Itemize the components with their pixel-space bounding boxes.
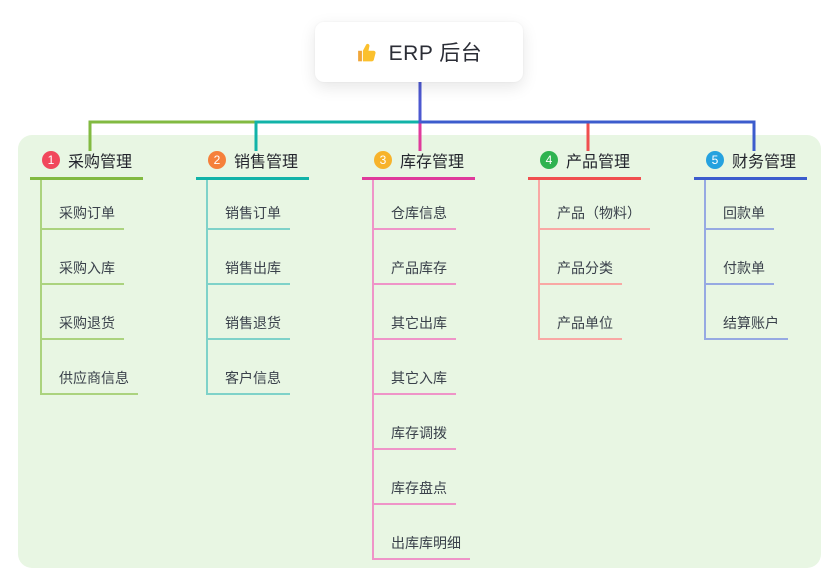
branch-children: 回款单付款单结算账户 bbox=[704, 180, 826, 340]
child-node-row: 销售出库 bbox=[208, 230, 328, 285]
branch-number-badge: 2 bbox=[208, 151, 226, 169]
child-node-row: 产品库存 bbox=[374, 230, 494, 285]
branch-heading-5[interactable]: 5 财务管理 bbox=[694, 143, 807, 180]
branch-title: 财务管理 bbox=[732, 154, 797, 171]
branch-children: 仓库信息产品库存其它出库其它入库库存调拨库存盘点出库库明细 bbox=[372, 180, 494, 560]
child-node[interactable]: 供应商信息 bbox=[42, 371, 138, 395]
child-node[interactable]: 产品分类 bbox=[540, 261, 622, 285]
child-node[interactable]: 采购退货 bbox=[42, 316, 124, 340]
branch-number-badge: 1 bbox=[42, 151, 60, 169]
child-node[interactable]: 付款单 bbox=[706, 261, 774, 285]
branch-heading-1[interactable]: 1 采购管理 bbox=[30, 143, 143, 180]
branch-children: 产品（物料） 产品分类产品单位 bbox=[538, 180, 660, 340]
child-node[interactable]: 结算账户 bbox=[706, 316, 788, 340]
child-node-row: 回款单 bbox=[706, 180, 826, 230]
child-node-row: 其它出库 bbox=[374, 285, 494, 340]
child-node[interactable]: 采购入库 bbox=[42, 261, 124, 285]
branch-number-badge: 5 bbox=[706, 151, 724, 169]
child-node-row: 仓库信息 bbox=[374, 180, 494, 230]
branch-heading-3[interactable]: 3 库存管理 bbox=[362, 143, 475, 180]
child-node-row: 销售退货 bbox=[208, 285, 328, 340]
child-node-row: 库存盘点 bbox=[374, 450, 494, 505]
branch-column-5: 5 财务管理 回款单付款单结算账户 bbox=[694, 143, 826, 340]
child-node-row: 出库库明细 bbox=[374, 505, 494, 560]
child-node[interactable]: 库存调拨 bbox=[374, 426, 456, 450]
mindmap-panel bbox=[18, 135, 821, 568]
child-node-row: 采购入库 bbox=[42, 230, 162, 285]
child-node[interactable]: 产品（物料） bbox=[540, 206, 650, 230]
child-node-row: 付款单 bbox=[706, 230, 826, 285]
child-node[interactable]: 其它出库 bbox=[374, 316, 456, 340]
thumbs-up-icon bbox=[356, 41, 379, 64]
child-node[interactable]: 销售出库 bbox=[208, 261, 290, 285]
branch-children: 销售订单销售出库销售退货客户信息 bbox=[206, 180, 328, 395]
branch-column-2: 2 销售管理 销售订单销售出库销售退货客户信息 bbox=[196, 143, 328, 395]
child-node[interactable]: 销售退货 bbox=[208, 316, 290, 340]
child-node[interactable]: 销售订单 bbox=[208, 206, 290, 230]
child-node[interactable]: 库存盘点 bbox=[374, 481, 456, 505]
child-node-row: 产品单位 bbox=[540, 285, 660, 340]
child-node[interactable]: 其它入库 bbox=[374, 371, 456, 395]
child-node[interactable]: 出库库明细 bbox=[374, 536, 470, 560]
branch-column-3: 3 库存管理 仓库信息产品库存其它出库其它入库库存调拨库存盘点出库库明细 bbox=[362, 143, 494, 560]
child-node-row: 产品分类 bbox=[540, 230, 660, 285]
child-node[interactable]: 产品单位 bbox=[540, 316, 622, 340]
branch-heading-4[interactable]: 4 产品管理 bbox=[528, 143, 641, 180]
child-node-row: 结算账户 bbox=[706, 285, 826, 340]
root-node-label: ERP 后台 bbox=[388, 42, 483, 65]
child-node-row: 供应商信息 bbox=[42, 340, 162, 395]
child-node[interactable]: 仓库信息 bbox=[374, 206, 456, 230]
child-node[interactable]: 采购订单 bbox=[42, 206, 124, 230]
root-node-erp[interactable]: ERP 后台 bbox=[315, 22, 523, 82]
child-node-row: 采购订单 bbox=[42, 180, 162, 230]
branch-title: 采购管理 bbox=[68, 154, 133, 171]
branch-number-badge: 3 bbox=[374, 151, 392, 169]
branch-title: 产品管理 bbox=[566, 154, 631, 171]
child-node[interactable]: 客户信息 bbox=[208, 371, 290, 395]
child-node-row: 产品（物料） bbox=[540, 180, 660, 230]
child-node-row: 采购退货 bbox=[42, 285, 162, 340]
branch-children: 采购订单采购入库采购退货供应商信息 bbox=[40, 180, 162, 395]
child-node-row: 客户信息 bbox=[208, 340, 328, 395]
child-node[interactable]: 产品库存 bbox=[374, 261, 456, 285]
branch-heading-2[interactable]: 2 销售管理 bbox=[196, 143, 309, 180]
branch-column-4: 4 产品管理 产品（物料） 产品分类产品单位 bbox=[528, 143, 660, 340]
child-node-row: 其它入库 bbox=[374, 340, 494, 395]
child-node-row: 库存调拨 bbox=[374, 395, 494, 450]
child-node-row: 销售订单 bbox=[208, 180, 328, 230]
child-node[interactable]: 回款单 bbox=[706, 206, 774, 230]
branch-title: 销售管理 bbox=[234, 154, 299, 171]
branch-number-badge: 4 bbox=[540, 151, 558, 169]
branch-column-1: 1 采购管理 采购订单采购入库采购退货供应商信息 bbox=[30, 143, 162, 395]
branch-title: 库存管理 bbox=[400, 154, 465, 171]
